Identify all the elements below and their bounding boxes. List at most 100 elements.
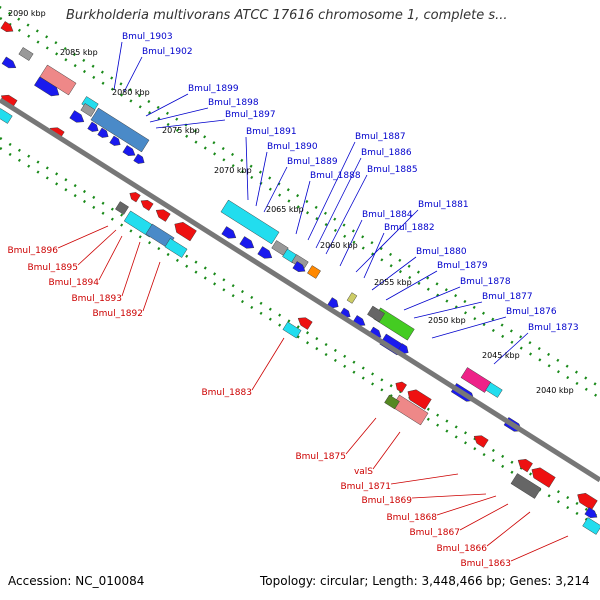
forward-gene-label[interactable]: Bmul_1885 xyxy=(367,165,418,175)
forward-gene-label[interactable]: Bmul_1882 xyxy=(384,223,435,233)
forward-gene-label[interactable]: Bmul_1897 xyxy=(225,110,276,120)
forward-gene-label[interactable]: Bmul_1884 xyxy=(362,210,413,220)
reverse-gene-label[interactable]: Bmul_1883 xyxy=(201,388,252,398)
tick-label: 2070 kbp xyxy=(214,166,252,175)
tick-label: 2090 kbp xyxy=(8,9,46,18)
forward-callout-line xyxy=(155,119,226,129)
forward-gene-label[interactable]: Bmul_1886 xyxy=(361,148,412,158)
forward-gene-label[interactable]: Bmul_1876 xyxy=(506,307,557,317)
reverse-gene-label[interactable]: Bmul_1869 xyxy=(361,496,412,506)
gene-feature xyxy=(346,292,358,304)
forward-gene-label[interactable]: Bmul_1887 xyxy=(355,132,406,142)
reverse-gene-label[interactable]: Bmul_1896 xyxy=(7,246,58,256)
gene-feature xyxy=(239,236,255,249)
tick-label: 2080 kbp xyxy=(112,88,150,97)
reverse-gene-label[interactable]: Bmul_1863 xyxy=(460,559,511,569)
gene-feature xyxy=(297,317,313,330)
reverse-gene-label[interactable]: Bmul_1867 xyxy=(409,528,460,538)
reverse-gene-label[interactable]: Bmul_1868 xyxy=(386,513,437,523)
reverse-gene-label[interactable]: valS xyxy=(354,467,373,477)
reverse-gene-label[interactable]: Bmul_1893 xyxy=(71,294,122,304)
forward-callout-line xyxy=(385,270,438,301)
gene-feature xyxy=(531,467,556,488)
reverse-gene-label[interactable]: Bmul_1875 xyxy=(295,452,346,462)
forward-gene-label[interactable]: Bmul_1899 xyxy=(188,84,239,94)
reverse-callout-line xyxy=(77,229,117,266)
forward-gene-label[interactable]: Bmul_1879 xyxy=(437,261,488,271)
gene-features xyxy=(0,21,600,535)
forward-gene-label[interactable]: Bmul_1889 xyxy=(287,157,338,167)
gene-feature xyxy=(517,459,533,473)
forward-callout-line xyxy=(431,316,507,339)
tick-label: 2055 kbp xyxy=(374,278,412,287)
forward-gene-label[interactable]: Bmul_1878 xyxy=(460,277,511,287)
forward-callout-line xyxy=(363,232,385,279)
forward-callout-line xyxy=(371,256,417,291)
gene-feature xyxy=(87,121,99,132)
forward-callout-line xyxy=(325,174,368,255)
forward-callout-line xyxy=(403,286,461,311)
topology-summary: Topology: circular; Length: 3,448,466 bp… xyxy=(260,574,590,588)
tick-label: 2040 kbp xyxy=(536,386,574,395)
forward-callout-line xyxy=(307,141,356,241)
forward-callout-line xyxy=(113,41,123,91)
gene-feature xyxy=(582,517,600,535)
forward-callout-line xyxy=(255,151,268,207)
gene-feature xyxy=(395,381,407,393)
reverse-callout-line xyxy=(390,473,459,485)
gene-feature xyxy=(90,107,150,153)
gene-feature xyxy=(1,56,17,69)
reverse-callout-line xyxy=(98,235,123,281)
gene-feature xyxy=(115,201,129,215)
reverse-gene-label[interactable]: Bmul_1892 xyxy=(92,309,143,319)
gene-feature xyxy=(34,76,60,97)
forward-gene-label[interactable]: Bmul_1902 xyxy=(142,47,193,57)
forward-gene-label[interactable]: Bmul_1881 xyxy=(418,200,469,210)
reverse-gene-label[interactable]: Bmul_1866 xyxy=(436,544,487,554)
forward-gene-label[interactable]: Bmul_1877 xyxy=(482,292,533,302)
forward-gene-label[interactable]: Bmul_1890 xyxy=(267,142,318,152)
gene-feature xyxy=(174,222,197,242)
forward-callout-line xyxy=(263,166,288,213)
reverse-callout-line xyxy=(345,417,377,455)
gene-feature xyxy=(282,321,302,339)
reverse-callout-line xyxy=(142,261,161,312)
label-callouts: Bmul_1903Bmul_1902Bmul_1899Bmul_1898Bmul… xyxy=(7,32,578,569)
gene-feature xyxy=(220,199,280,245)
forward-gene-label[interactable]: Bmul_1891 xyxy=(246,127,297,137)
gene-feature xyxy=(133,153,145,164)
gene-feature xyxy=(327,297,339,309)
tick-label: 2050 kbp xyxy=(428,316,466,325)
map-title: Burkholderia multivorans ATCC 17616 chro… xyxy=(66,8,508,23)
reverse-gene-label[interactable]: Bmul_1894 xyxy=(48,278,99,288)
reverse-callout-line xyxy=(251,337,285,391)
tick-label: 2085 kbp xyxy=(60,48,98,57)
forward-gene-label[interactable]: Bmul_1880 xyxy=(416,247,467,257)
tick-label: 2075 kbp xyxy=(162,126,200,135)
reverse-callout-line xyxy=(411,493,487,499)
forward-callout-line xyxy=(355,209,419,273)
gene-feature xyxy=(164,238,188,258)
forward-callout-line xyxy=(295,180,311,235)
reverse-callout-line xyxy=(121,241,141,297)
forward-callout-line xyxy=(149,107,209,123)
gene-feature xyxy=(485,382,503,398)
forward-callout-line xyxy=(315,157,362,249)
tick-label: 2045 kbp xyxy=(482,351,520,360)
forward-callout-line xyxy=(145,93,189,117)
forward-gene-label[interactable]: Bmul_1898 xyxy=(208,98,259,108)
tick-row xyxy=(0,5,600,389)
reverse-gene-label[interactable]: Bmul_1895 xyxy=(27,263,78,273)
accession-text: Accession: NC_010084 xyxy=(8,574,145,588)
forward-gene-label[interactable]: Bmul_1888 xyxy=(310,171,361,181)
tick-label: 2060 kbp xyxy=(320,241,358,250)
gene-feature xyxy=(584,507,598,518)
reverse-callout-line xyxy=(486,511,531,547)
forward-gene-label[interactable]: Bmul_1903 xyxy=(122,32,173,42)
gene-feature xyxy=(97,127,109,138)
gene-feature xyxy=(257,246,273,259)
gene-feature xyxy=(0,108,13,124)
reverse-gene-label[interactable]: Bmul_1871 xyxy=(340,482,391,492)
forward-gene-label[interactable]: Bmul_1873 xyxy=(528,323,579,333)
